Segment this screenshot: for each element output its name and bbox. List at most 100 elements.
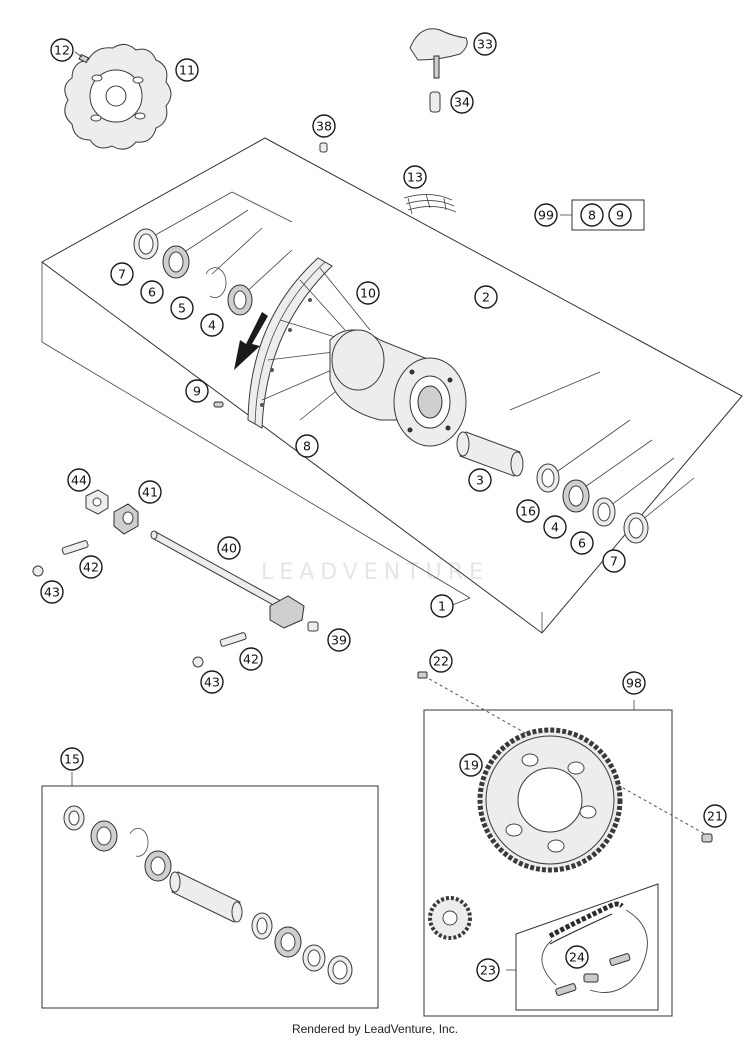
svg-text:34: 34 <box>454 95 470 110</box>
callout-21: 21 <box>703 804 727 828</box>
drive-chain <box>541 901 648 993</box>
wheel-rim <box>247 257 333 429</box>
spacer-sleeve <box>429 91 441 113</box>
svg-text:19: 19 <box>463 758 479 773</box>
callout-1: 1 <box>430 594 454 618</box>
callout-43-right: 43 <box>200 670 224 694</box>
bearing-kit-frame <box>41 785 379 1009</box>
callout-2: 2 <box>474 285 498 309</box>
svg-text:7: 7 <box>118 267 126 282</box>
svg-text:99: 99 <box>538 208 554 223</box>
callout-42-right: 42 <box>239 647 263 671</box>
svg-text:9: 9 <box>193 384 201 399</box>
svg-text:98: 98 <box>626 676 642 691</box>
svg-text:22: 22 <box>433 654 449 669</box>
seal-left <box>133 228 159 260</box>
callout-6-left: 6 <box>140 280 164 304</box>
callout-4-right: 4 <box>543 515 567 539</box>
callout-34: 34 <box>450 90 474 114</box>
svg-text:41: 41 <box>142 485 158 500</box>
svg-text:33: 33 <box>477 37 493 52</box>
bearing-left <box>162 245 190 279</box>
svg-text:42: 42 <box>243 652 259 667</box>
rotation-direction-arrow <box>234 312 268 370</box>
callout-7-right: 7 <box>602 549 626 573</box>
callout-42-left: 42 <box>79 555 103 579</box>
wheel-hub <box>329 329 467 447</box>
axle-cap <box>307 621 319 632</box>
svg-text:15: 15 <box>64 752 80 767</box>
svg-text:8: 8 <box>588 208 596 223</box>
svg-text:11: 11 <box>179 63 195 78</box>
callout-8-kit: 8 <box>580 203 604 227</box>
callout-40: 40 <box>217 536 241 560</box>
callout-9-kit: 9 <box>608 203 632 227</box>
rim-tape <box>403 193 457 215</box>
svg-text:3: 3 <box>476 473 484 488</box>
callout-12: 12 <box>50 38 74 62</box>
front-sprocket <box>428 896 472 940</box>
bearing-inner-left <box>227 284 253 316</box>
svg-text:23: 23 <box>480 963 496 978</box>
callout-22: 22 <box>429 649 453 673</box>
master-link <box>583 973 599 983</box>
svg-text:1: 1 <box>438 599 446 614</box>
seal-right <box>623 512 649 544</box>
svg-text:6: 6 <box>148 285 156 300</box>
sprocket-kit-frame <box>423 709 673 1017</box>
svg-text:9: 9 <box>616 208 624 223</box>
callout-3: 3 <box>468 468 492 492</box>
chain-adjuster-left <box>113 503 139 535</box>
svg-text:43: 43 <box>204 675 220 690</box>
svg-text:7: 7 <box>610 554 618 569</box>
svg-text:12: 12 <box>54 43 70 58</box>
sprocket-bolt-22 <box>417 671 428 679</box>
svg-text:38: 38 <box>316 119 332 134</box>
svg-text:39: 39 <box>331 633 347 648</box>
callout-38: 38 <box>312 114 336 138</box>
callout-98: 98 <box>622 671 646 695</box>
callout-6-right: 6 <box>570 531 594 555</box>
callout-8: 8 <box>295 434 319 458</box>
callout-10: 10 <box>356 281 380 305</box>
circlip-left <box>205 267 227 299</box>
svg-text:13: 13 <box>407 170 423 185</box>
svg-text:5: 5 <box>178 301 186 316</box>
callout-7-left: 7 <box>110 262 134 286</box>
callout-9: 9 <box>185 379 209 403</box>
callout-4-left: 4 <box>200 313 224 337</box>
svg-text:8: 8 <box>303 439 311 454</box>
callout-13: 13 <box>403 165 427 189</box>
callout-5: 5 <box>170 296 194 320</box>
wheel-axle <box>150 530 305 629</box>
guide-lines-left <box>149 191 293 297</box>
svg-text:4: 4 <box>551 520 559 535</box>
svg-text:4: 4 <box>208 318 216 333</box>
svg-text:6: 6 <box>578 536 586 551</box>
callout-39: 39 <box>327 628 351 652</box>
chain-links <box>555 953 631 996</box>
callout-33: 33 <box>473 32 497 56</box>
distance-sleeve <box>456 431 524 477</box>
chain-guide-protector <box>409 28 468 79</box>
adjuster-nut-right <box>192 656 204 668</box>
nipple-small <box>213 401 224 408</box>
callout-24: 24 <box>565 945 589 969</box>
rear-sprocket <box>477 727 623 873</box>
chain-box <box>515 883 659 1011</box>
bearing-right <box>562 479 590 513</box>
spacer-right <box>536 463 560 493</box>
svg-text:24: 24 <box>569 950 585 965</box>
spoke-nipple <box>319 142 328 153</box>
callout-11: 11 <box>175 58 199 82</box>
svg-text:42: 42 <box>83 560 99 575</box>
callout-44: 44 <box>67 468 91 492</box>
svg-text:16: 16 <box>520 504 536 519</box>
adjuster-bolt-right <box>219 632 247 647</box>
svg-text:44: 44 <box>71 473 87 488</box>
adjuster-nut-left <box>32 565 44 577</box>
callout-99: 99 <box>534 203 558 227</box>
adjuster-bolt-left <box>61 540 89 555</box>
callout-23: 23 <box>476 958 500 982</box>
